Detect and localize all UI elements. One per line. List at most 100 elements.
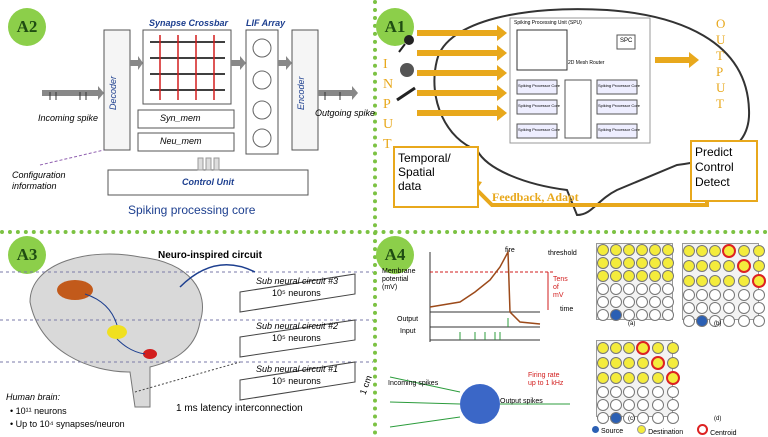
grid-label-c: (c) [628,416,635,422]
mesh-grid-d [682,340,757,415]
mesh-node [723,315,735,327]
mesh-node [662,309,674,321]
mesh-node [636,244,648,256]
mesh-node [623,257,635,269]
grid-label-d: (d) [714,416,722,422]
sub-circuit-1: Sub neural circuit #1 [256,364,339,374]
input-letter: I [383,57,388,72]
mesh-node [636,341,650,355]
a4-membrane-plot [389,249,570,428]
predict-line: Detect [695,175,730,189]
mesh-node [696,260,708,272]
input-row-label: Input [400,328,416,335]
mesh-node [597,257,609,269]
output-letter: T [716,48,724,63]
circuit-title: Neuro-inspired circuit [158,250,262,261]
neurons-3: 10⁵ neurons [272,288,321,298]
membrane-label: Membrane potential (mV) [382,268,415,292]
mesh-node [696,245,708,257]
bullet-neurons-text: 10¹¹ neurons [15,406,67,416]
mesh-node [667,399,679,411]
mesh-node [623,309,635,321]
mesh-node [683,302,695,314]
vertical-divider [373,0,377,435]
mesh-node [652,372,664,384]
output-letter: U [716,32,726,47]
mesh-node [652,386,664,398]
mesh-node [667,412,679,424]
mesh-node [709,245,721,257]
mesh-node [610,296,622,308]
badge-a4: A4 [376,236,414,274]
fire-label: fire [505,247,515,254]
core-label: Spiking Processor Core [598,83,641,88]
core-label: Spiking Processor Core [598,103,641,108]
temporal-line: data [398,179,422,193]
mesh-node [597,399,609,411]
tens-line: of [553,284,559,291]
tens-line: Tens [553,276,568,283]
latency-label: 1 ms latency interconnection [176,403,303,414]
mesh-node [667,386,679,398]
input-letters [384,130,454,144]
mesh-node [623,399,635,411]
input-letter: T [383,137,392,152]
membrane-line: Membrane [382,268,416,275]
mesh-node [610,342,622,354]
mesh-node [723,289,735,301]
firing-line: up to 1 kHz [528,380,564,387]
a2-caption: Spiking processing core [128,203,256,217]
mesh-node [652,399,664,411]
mesh-grid-a [596,243,674,321]
grid-label-a: (a) [628,321,636,327]
mesh-node [738,275,750,287]
feedback-label: Feedback, Adapt [492,190,579,204]
mesh-node [709,275,721,287]
output-spikes-label: Output spikes [500,398,543,405]
mesh-node [652,412,664,424]
mesh-node [610,270,622,282]
mesh-node [649,270,661,282]
sub-circuit-3: Sub neural circuit #3 [256,276,339,286]
core-label: Spiking Processor Core [518,83,561,88]
input-letter: U [383,117,394,132]
mesh-node [597,309,609,321]
mesh-node [709,289,721,301]
neu-mem-label: Neu_mem [160,136,202,146]
output-letter: O [716,16,726,31]
firing-rate-label: Firing rate up to 1 kHz [528,372,563,388]
mesh-node [738,245,750,257]
output-label: O U T P U T [716,16,725,112]
mesh-node [636,283,648,295]
mesh-node [610,244,622,256]
mesh-node [723,275,735,287]
core-label: Spiking Processor Core [598,127,641,132]
threshold-label: threshold [548,250,577,257]
legend-destination: Destination [637,425,683,436]
mesh-node [637,399,649,411]
membrane-line: (mV) [382,284,398,291]
a3-brain-diagram [0,253,373,408]
mesh-node [623,283,635,295]
mesh-node [649,283,661,295]
mesh-node [597,342,609,354]
bullet-neurons: • 10¹¹ neurons [10,406,67,416]
decoder-label: Decoder [108,75,118,110]
mesh-grid-c [596,340,680,424]
legend-centroid: Centroid [697,424,737,437]
temporal-line: Spatial [398,165,435,179]
mesh-node [637,412,649,424]
bullet-synapses-text: Up to 10⁴ synapses/neuron [15,419,125,429]
temporal-data-box: Temporal/ Spatial data [393,146,479,208]
mesh-node [666,371,680,385]
mesh-node [649,244,661,256]
mesh-node [636,270,648,282]
tens-label: Tens of mV [553,276,568,300]
mesh-node [662,296,674,308]
temporal-line: Temporal/ [398,151,451,165]
mesh-node [597,357,609,369]
mesh-node [623,412,635,424]
mesh-node [637,357,649,369]
mesh-node [738,302,750,314]
mesh-node [709,260,721,272]
